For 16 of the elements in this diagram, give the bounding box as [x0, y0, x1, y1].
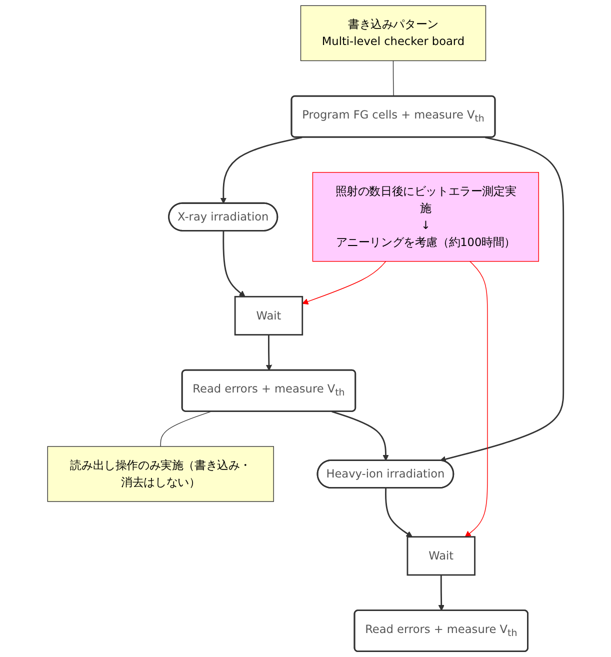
node-box: 読み出し操作のみ実施（書き込み・消去はしない） [47, 446, 274, 502]
arrow [220, 136, 302, 204]
arrow [332, 410, 389, 461]
arrow [464, 261, 488, 538]
arrow [302, 261, 386, 305]
node-box: 照射の数日後にビットエラー測定実施 ↓ アニーリングを考慮（約100時間） [312, 172, 539, 262]
arrow [385, 488, 412, 538]
arrow [440, 136, 564, 462]
node-box: Wait [406, 536, 476, 576]
node-box: Wait [234, 296, 304, 336]
arrow [222, 231, 246, 297]
node-box: 書き込みパターン Multi-level checker board [300, 5, 486, 62]
connector [392, 60, 394, 97]
arrow [266, 334, 272, 371]
connector [160, 411, 212, 447]
arrow [438, 574, 444, 611]
